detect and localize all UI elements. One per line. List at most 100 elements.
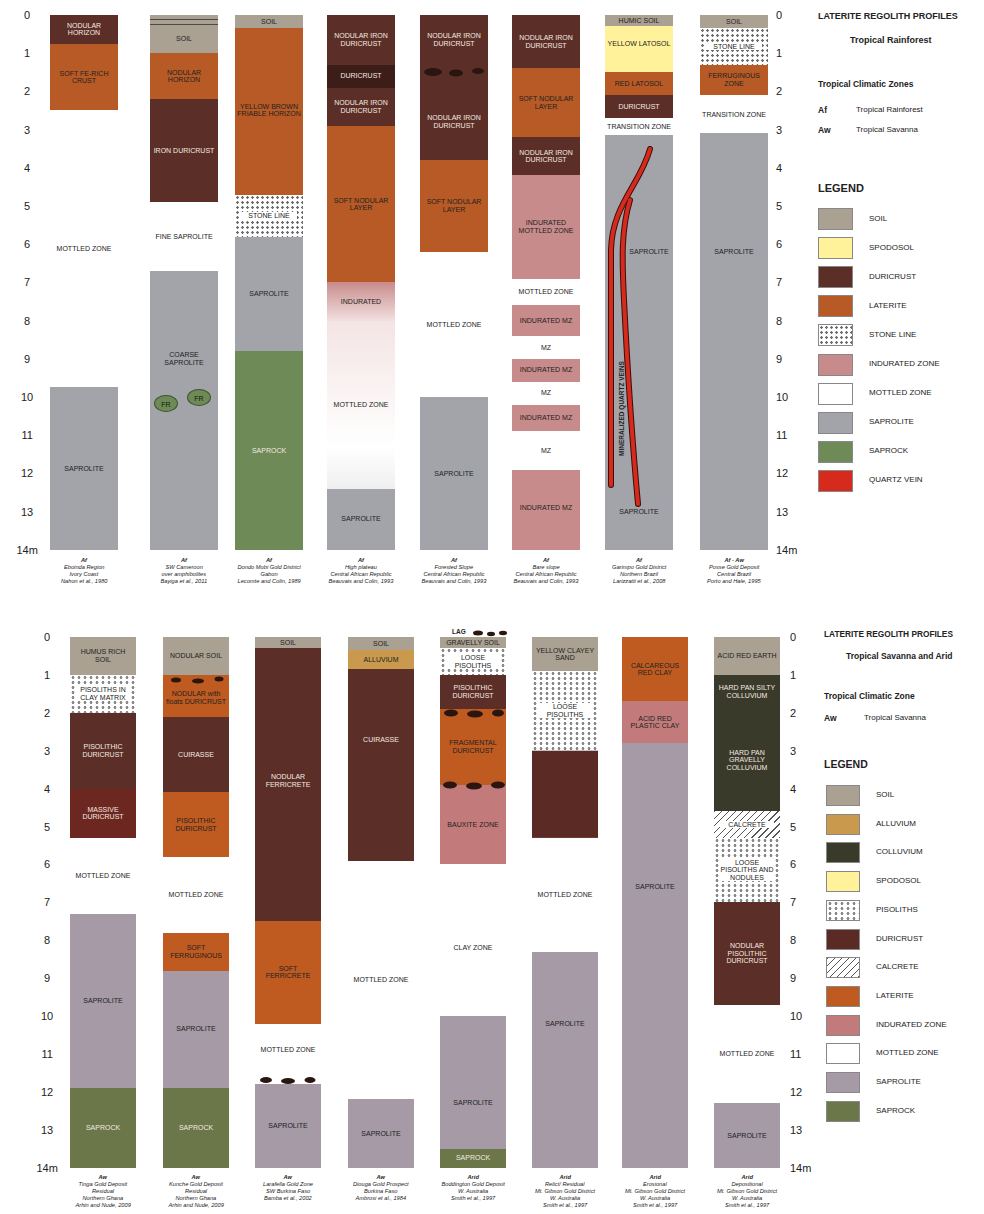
profile-caption: Arid	[560, 1174, 571, 1180]
profile-caption: Larizzatti et al., 2008	[613, 578, 665, 584]
profile-caption: Af	[358, 557, 364, 563]
profile-caption: Aw	[377, 1174, 386, 1180]
layer-label: YELLOW CLAYEY SAND	[534, 647, 596, 662]
depth-number: 14m	[37, 1162, 58, 1174]
profile-caption: Af - Aw	[725, 557, 744, 563]
layer-label: INDURATED	[329, 298, 393, 306]
depth-number: 13	[776, 506, 788, 518]
depth-number: 3	[790, 745, 796, 757]
legend-text: SOIL	[876, 791, 894, 800]
layer-band: MOTTLED ZONE	[348, 861, 414, 1100]
depth-number: 12	[21, 467, 33, 479]
layer-band: INDURATED MOTTLED ZONE	[512, 175, 580, 278]
layer-label: SOIL	[237, 18, 301, 26]
layer-band: INDURATED MZ	[512, 470, 580, 550]
profile-caption: Bamba et al., 2002	[264, 1195, 312, 1201]
layer-band: BAUXITE ZONE	[440, 785, 506, 865]
profile-caption: Dondo Mobi Gold District	[238, 564, 301, 570]
profile-caption: Northern Ghana	[176, 1195, 217, 1201]
legend-swatch	[826, 785, 860, 806]
layer-band: YELLOW CLAYEY SAND	[532, 637, 598, 671]
profile-caption: Af	[266, 557, 272, 563]
depth-number: 8	[790, 934, 796, 946]
profile-caption: Arid	[468, 1174, 479, 1180]
layer-label: ACID RED PLASTIC CLAY	[624, 715, 686, 730]
profile-caption: Smith et al., 1997	[451, 1195, 495, 1201]
layer-label: INDURATED MZ	[514, 414, 578, 422]
layer-label: MOTTLED ZONE	[72, 872, 134, 880]
profile-caption: Beauvais and Colin, 1993	[514, 578, 579, 584]
layer-label: CALCAREOUS RED CLAY	[624, 662, 686, 677]
layer-band: INDURATED MZ	[512, 405, 580, 432]
depth-number: 7	[776, 276, 782, 288]
layer-label: LOOSE PISOLITHS AND NODULES	[720, 859, 774, 882]
depth-number: 11	[776, 429, 787, 441]
depth-number: 13	[41, 1124, 53, 1136]
profile-caption: Beauvais and Colin, 1993	[422, 578, 487, 584]
layer-band: MOTTLED ZONE	[163, 857, 229, 933]
layer-band: SAPROLITE	[50, 387, 118, 549]
layer-label: STONE LINE	[241, 212, 297, 220]
legend-text: SAPROLITE	[869, 418, 914, 427]
layer-band: MOTTLED ZONE	[714, 1005, 780, 1104]
layer-label: NODULAR HORIZON	[152, 69, 216, 84]
profile-caption: Af	[451, 557, 457, 563]
layer-band: LOOSE PISOLITHS	[532, 671, 598, 751]
layer-label: COARSE SAPROLITE	[152, 351, 216, 366]
depth-number: 1	[790, 669, 796, 681]
legend-text: SPODOSOL	[869, 244, 914, 253]
layer-label: TRANSITION ZONE	[702, 111, 766, 119]
heading: Aw	[818, 126, 831, 135]
legend-text: CALCRETE	[876, 963, 919, 972]
layer-label: NODULAR PISOLITHIC DURICRUST	[716, 942, 778, 965]
layer-band: SOFT FE-RICH CRUST	[50, 44, 118, 111]
layer-label: SOFT FERRUGINOUS	[165, 944, 227, 959]
legend-swatch	[818, 354, 853, 376]
layer-label: FRAGMENTAL DURICRUST	[442, 739, 504, 754]
layer-label: NODULAR IRON DURICRUST	[329, 32, 393, 47]
layer-label: PISOLITHIC DURICRUST	[165, 817, 227, 832]
layer-label: FR	[188, 395, 210, 403]
layer-band: PISOLITHS IN CLAY MATRIX	[70, 675, 136, 713]
legend-swatch	[818, 324, 853, 346]
layer-label: SAPROLITE	[52, 465, 116, 473]
profile-caption: Ambrosi et al., 1984	[356, 1195, 407, 1201]
layer-band: CLAY ZONE	[440, 864, 506, 1016]
profile-caption: Bare slope	[533, 564, 560, 570]
layer-band: ACID RED PLASTIC CLAY	[622, 701, 688, 743]
layer-label: HUMIC SOIL	[607, 17, 671, 25]
profile-caption: Smith et al., 1997	[633, 1202, 677, 1208]
layer-label: STONE LINE	[706, 43, 762, 51]
layer-label: SOIL	[257, 639, 319, 647]
layer-band: SOFT FERRICRETE	[255, 921, 321, 1023]
heading: Af	[818, 106, 827, 115]
layer-label: SAPROLITE	[257, 1122, 319, 1130]
layer-band: SAPROCK	[440, 1149, 506, 1168]
depth-number: 11	[22, 429, 33, 441]
profile-caption: Aw	[284, 1174, 293, 1180]
layer-label: SAPROLITE	[165, 1025, 227, 1033]
duricrust-layer	[532, 751, 598, 838]
profile-caption: Residual	[185, 1188, 207, 1194]
layer-band: MZ	[512, 382, 580, 405]
depth-number: 9	[776, 353, 782, 365]
depth-number: 1	[44, 669, 50, 681]
legend-text: DURICRUST	[876, 935, 923, 944]
layer-band: NODULAR FERRICRETE	[255, 648, 321, 921]
heading: Tropical Climatic Zone	[824, 692, 915, 701]
profile-caption: Aw	[192, 1174, 201, 1180]
legend-swatch	[826, 986, 860, 1007]
depth-number: 5	[24, 200, 30, 212]
layer-band: INDURATED MZ	[512, 359, 580, 382]
layer-band: LOOSE PISOLITHS	[440, 648, 506, 675]
legend-text: PISOLITHS	[876, 906, 918, 915]
layer-label: LOOSE PISOLITHS	[538, 703, 592, 718]
layer-band: MOTTLED ZONE	[70, 838, 136, 914]
profile-caption: Arhin and Nude, 2009	[76, 1202, 131, 1208]
profile-caption: Arid	[650, 1174, 661, 1180]
layer-label: INDURATED MZ	[514, 504, 578, 512]
heading: Tropical Rainforest	[856, 106, 923, 115]
legend-text: LATERITE	[876, 992, 914, 1001]
layer-band: SOIL	[255, 637, 321, 648]
layer-label: NODULAR IRON DURICRUST	[422, 114, 486, 129]
